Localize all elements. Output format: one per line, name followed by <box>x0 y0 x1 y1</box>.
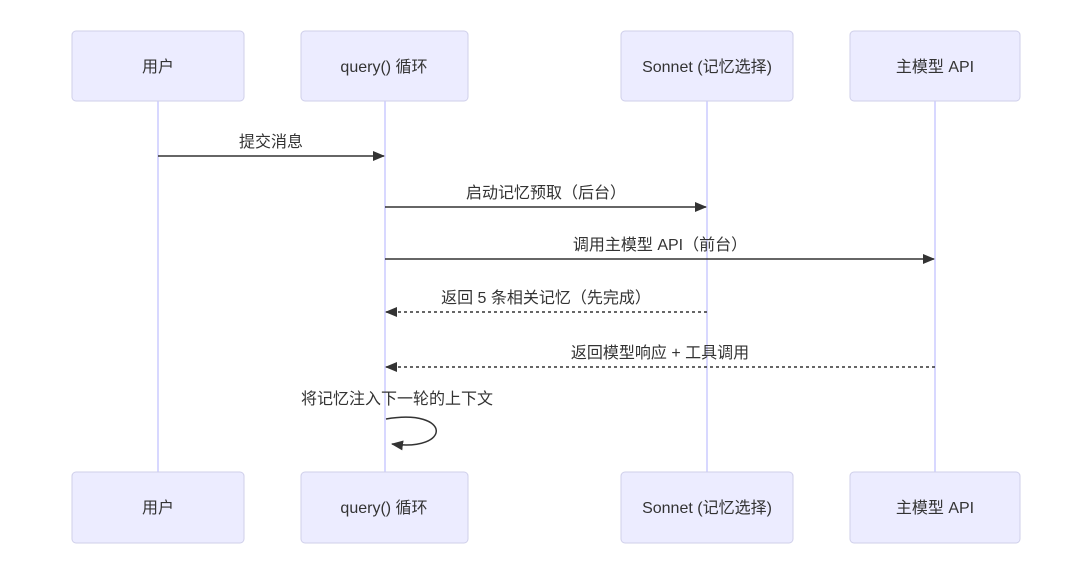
actor-main-api-top: 主模型 API <box>849 30 1021 102</box>
actor-label-user-bottom: 用户 <box>142 499 174 517</box>
actor-label-query-loop-top: query() 循环 <box>340 58 427 76</box>
actor-box-query-loop-top <box>300 30 469 102</box>
message-label-1: 提交消息 <box>239 133 303 151</box>
actor-box-user-bottom <box>71 471 245 544</box>
actor-query-loop-top: query() 循环 <box>300 30 469 102</box>
message-label-4: 返回 5 条相关记忆（先完成） <box>441 289 651 307</box>
actor-label-query-loop-bottom: query() 循环 <box>340 499 427 517</box>
actor-label-main-api-bottom: 主模型 API <box>896 499 974 517</box>
actor-label-user-top: 用户 <box>142 58 174 76</box>
actor-box-sonnet-bottom <box>620 471 794 544</box>
actor-label-sonnet-bottom: Sonnet (记忆选择) <box>642 499 772 517</box>
actor-sonnet-top: Sonnet (记忆选择) <box>620 30 794 102</box>
actor-sonnet-bottom: Sonnet (记忆选择) <box>620 471 794 544</box>
actor-box-main-api-top <box>849 30 1021 102</box>
actor-label-main-api-top: 主模型 API <box>896 58 974 76</box>
actor-box-user-top <box>71 30 245 102</box>
actor-box-main-api-bottom <box>849 471 1021 544</box>
actor-box-sonnet-top <box>620 30 794 102</box>
self-loop-arrow <box>385 416 437 451</box>
message-label-3: 调用主模型 API（前台） <box>573 236 747 254</box>
actor-box-query-loop-bottom <box>300 471 469 544</box>
actor-label-sonnet-top: Sonnet (记忆选择) <box>642 58 772 76</box>
actor-user-bottom: 用户 <box>71 471 245 544</box>
actor-user-top: 用户 <box>71 30 245 102</box>
actor-main-api-bottom: 主模型 API <box>849 471 1021 544</box>
message-label-6: 将记忆注入下一轮的上下文 <box>301 390 493 408</box>
message-label-2: 启动记忆预取（后台） <box>466 184 626 202</box>
message-label-5: 返回模型响应 + 工具调用 <box>571 343 749 362</box>
actor-query-loop-bottom: query() 循环 <box>300 471 469 544</box>
